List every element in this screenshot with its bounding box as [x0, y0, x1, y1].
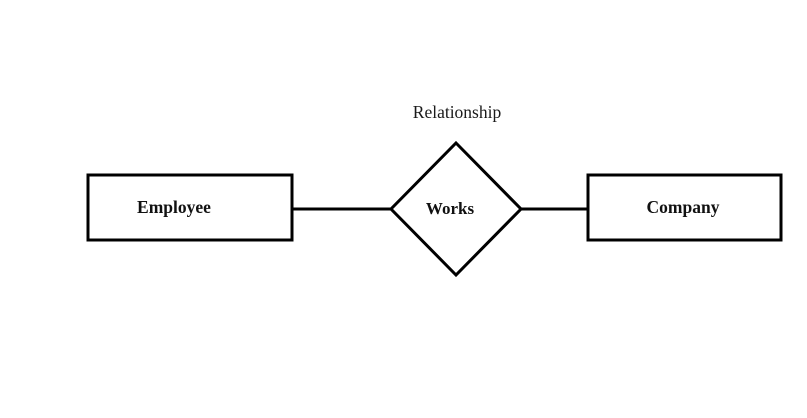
entity-label-company: Company [647, 197, 720, 217]
entity-label-employee: Employee [137, 197, 211, 217]
entity-box-company[interactable] [586, 173, 783, 242]
entity-box-employee[interactable] [86, 173, 294, 242]
annotation-relationship: Relationship [413, 102, 502, 122]
relationship-diamond-works[interactable] [388, 140, 524, 278]
relationship-label-works: Works [426, 199, 475, 218]
